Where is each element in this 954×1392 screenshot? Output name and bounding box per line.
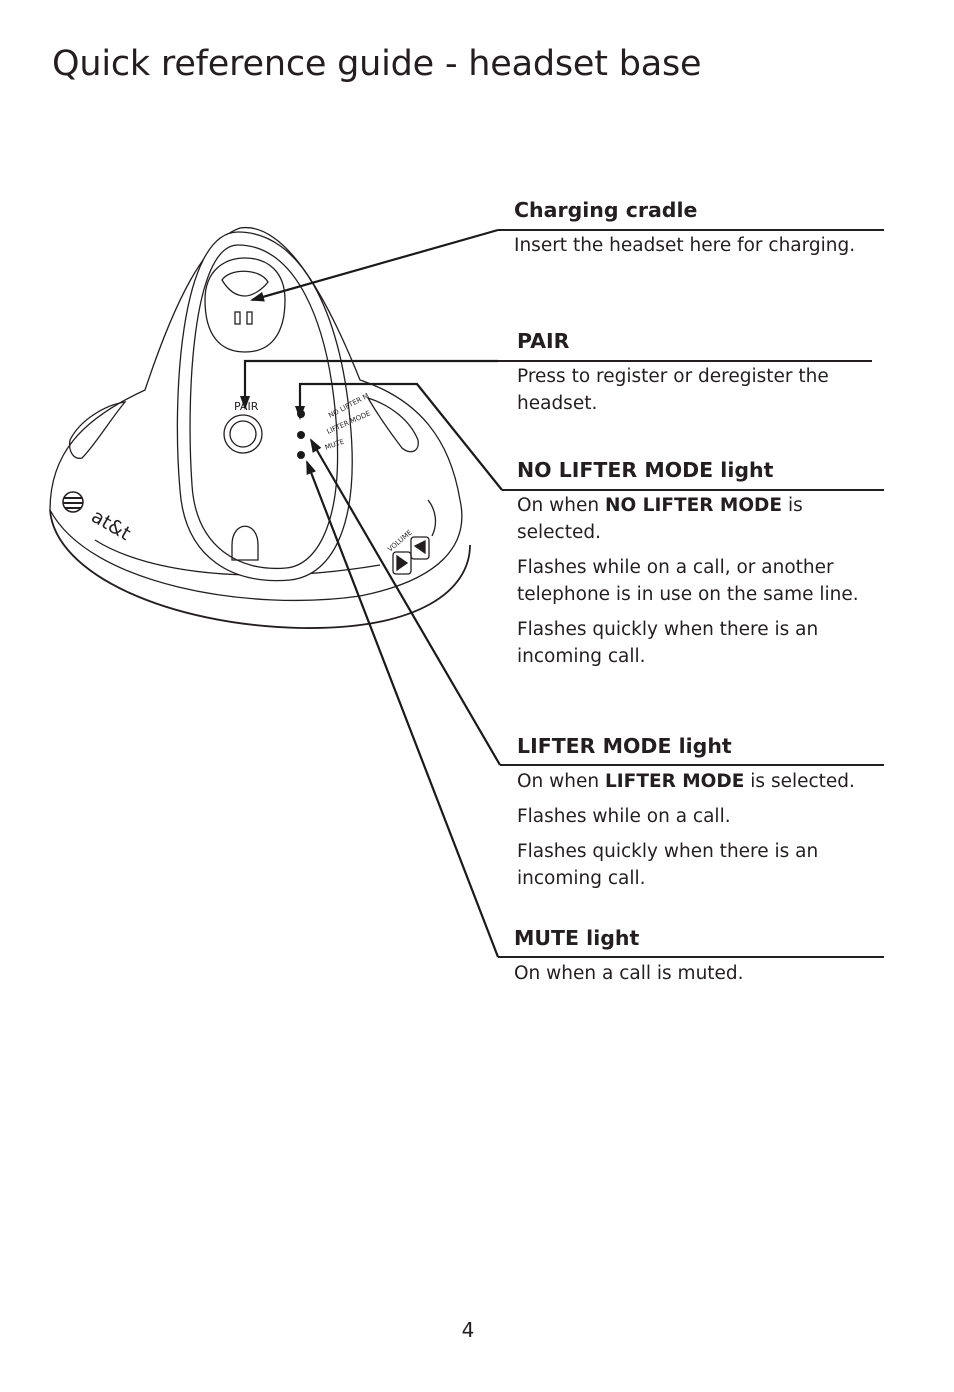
callout-heading: PAIR — [517, 329, 570, 353]
mode-name: LIFTER MODE — [605, 771, 745, 792]
volume-key-down — [410, 536, 430, 560]
callout-text: Flashes while on a call. — [517, 806, 731, 827]
device-pair-label: PAIR — [234, 400, 259, 413]
callout-pair: PAIR Press to register or deregister the… — [517, 329, 872, 425]
callout-text: Press to register or deregister the head… — [517, 366, 829, 414]
mute-led — [297, 451, 305, 459]
callout-lifter-mode-light: LIFTER MODE light On when LIFTER MODE is… — [517, 734, 887, 900]
callout-text: Flashes quickly when there is an incomin… — [517, 619, 819, 667]
lower-slot — [231, 525, 259, 561]
base-surface-curve — [94, 539, 381, 576]
callout-text: On when a call is muted. — [514, 963, 744, 984]
leader-lifter — [309, 438, 501, 766]
callout-text: On when NO LIFTER MODE is selected. — [517, 495, 803, 543]
pair-button — [223, 414, 263, 454]
callout-heading: LIFTER MODE light — [517, 734, 732, 758]
right-side-scoop — [366, 396, 419, 453]
callout-text: On when LIFTER MODE is selected. — [517, 771, 855, 792]
volume-key-up — [392, 551, 412, 575]
leader-no-lifter — [295, 382, 503, 491]
charging-cup — [204, 257, 286, 353]
callout-heading: MUTE light — [514, 926, 640, 950]
callout-no-lifter-mode-light: NO LIFTER MODE light On when NO LIFTER M… — [517, 458, 882, 678]
lifter-led — [297, 431, 305, 439]
cradle-inner — [189, 244, 339, 570]
callout-text: Flashes quickly when there is an incomin… — [517, 841, 819, 889]
leader-pair — [240, 359, 498, 410]
callout-heading: Charging cradle — [514, 198, 698, 222]
callout-mute-light: MUTE light On when a call is muted. — [514, 926, 894, 995]
headset-base-illustration — [49, 226, 471, 629]
page-title: Quick reference guide - headset base — [52, 44, 702, 84]
callout-heading: NO LIFTER MODE light — [517, 458, 774, 482]
callout-charging-cradle: Charging cradle Insert the headset here … — [514, 198, 894, 267]
callout-text: Flashes while on a call, or another tele… — [517, 557, 859, 605]
page-number: 4 — [461, 1318, 475, 1342]
base-bottom-rim — [49, 509, 471, 629]
left-side-scoop — [68, 401, 127, 459]
leader-mute — [305, 460, 500, 958]
callout-text: Insert the headset here for charging. — [514, 235, 856, 256]
mode-name: NO LIFTER MODE — [605, 495, 783, 516]
leader-charging — [250, 228, 499, 302]
